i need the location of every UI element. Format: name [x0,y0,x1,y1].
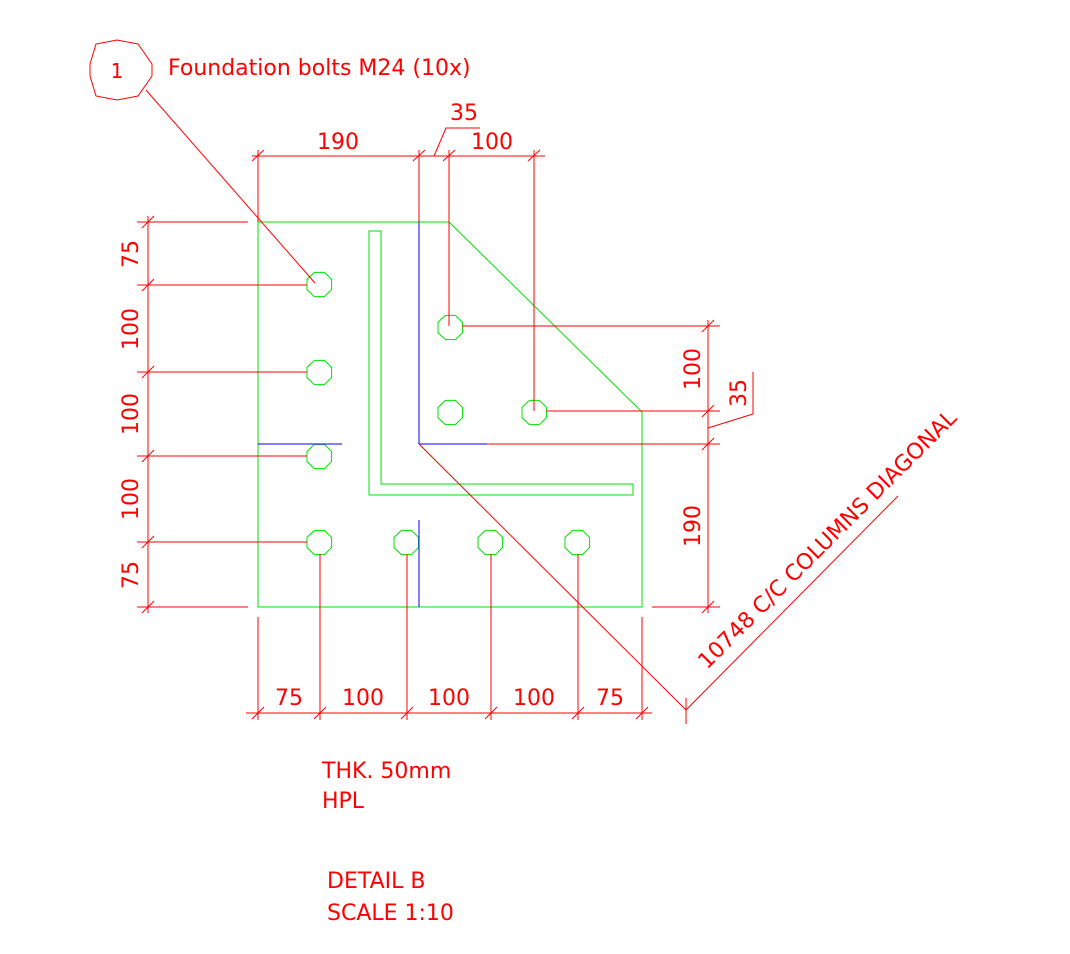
callout-label: Foundation bolts M24 (10x) [168,56,471,81]
detail-title: DETAIL B [327,869,425,894]
bolt-hole [477,529,504,556]
diagonal-dimension-label: 10748 C/C COLUMNS DIAGONAL [694,405,963,674]
bolt-hole [306,529,333,556]
dimension-lines [137,127,899,724]
dim-bottom-100-b: 100 [428,686,470,711]
dim-left-75-top: 75 [119,240,144,268]
bolt-hole [393,529,420,556]
bolt-hole [306,443,333,470]
bolt-holes [306,271,591,556]
dim-bottom-75-left: 75 [275,686,303,711]
note-thickness: THK. 50mm [321,759,451,784]
bolt-hole [306,271,333,298]
dim-right-100: 100 [681,348,706,390]
bolt-hole [564,529,591,556]
bolt-hole [306,359,333,386]
column-l-profile [368,230,634,496]
callout-leader [89,39,316,284]
dim-left-75-bottom: 75 [119,561,144,589]
base-plate-outline [257,221,643,608]
dim-bottom-75-right: 75 [596,686,624,711]
dim-bottom-100-a: 100 [342,686,384,711]
bolt-hole [437,314,464,341]
dim-bottom-100-c: 100 [513,686,555,711]
dim-left-100-b: 100 [119,393,144,435]
dim-top-35: 35 [450,101,478,126]
detail-scale: SCALE 1:10 [327,901,454,926]
bolt-hole [437,399,464,426]
note-material: HPL [322,789,365,814]
dim-right-190: 190 [681,505,706,547]
dim-left-100-a: 100 [119,308,144,350]
dim-left-100-c: 100 [119,478,144,520]
callout-number: 1 [111,59,124,83]
bolt-hole [521,399,548,426]
dim-right-35: 35 [727,379,752,407]
dim-top-190: 190 [317,130,359,155]
dim-top-100: 100 [471,130,513,155]
